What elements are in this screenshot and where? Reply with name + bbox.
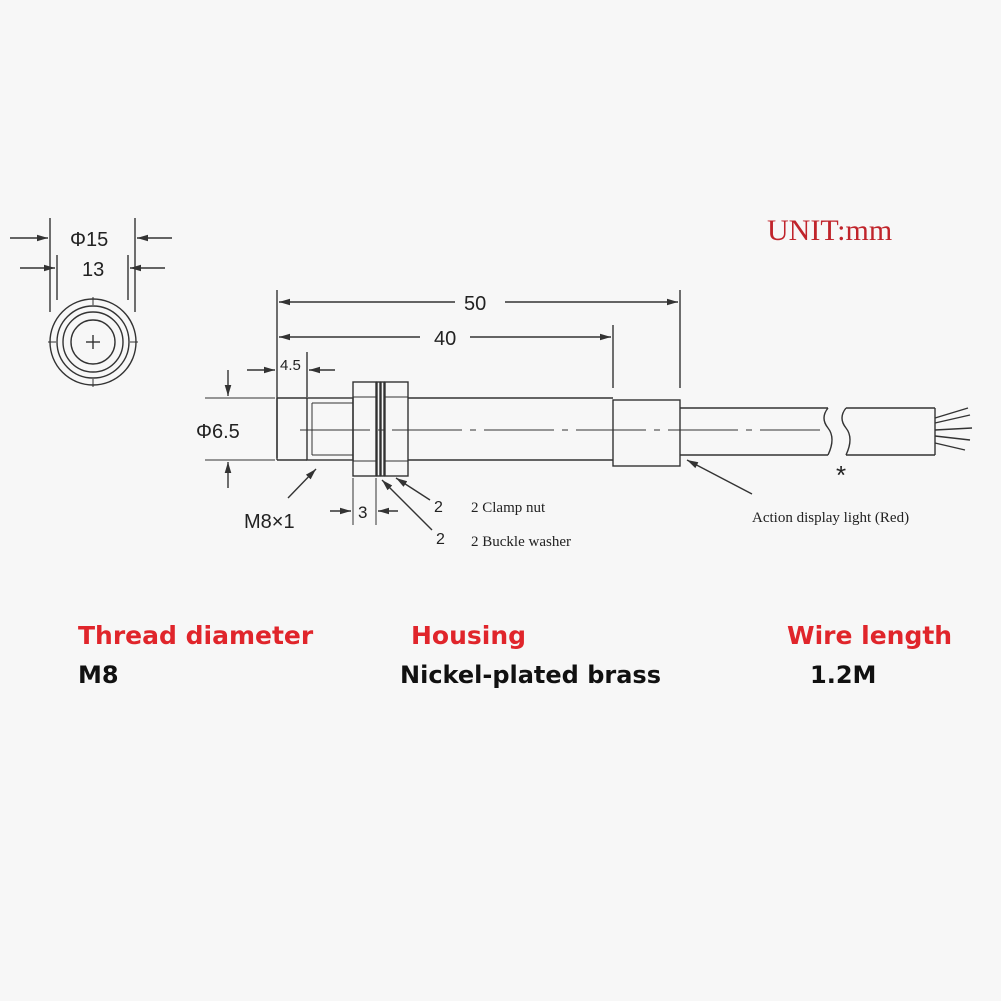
outer-diameter-label: Φ15: [70, 229, 108, 251]
front-view: [10, 218, 172, 387]
spec-value-wire: 1.2M: [810, 661, 877, 689]
washer-qty: 2: [436, 531, 445, 548]
spec-label-wire: Wire length: [787, 621, 953, 650]
overall-length-label: 50: [464, 293, 486, 315]
nut-width-label: 3: [358, 503, 367, 522]
side-view: [205, 290, 973, 531]
spec-label-thread: Thread diameter: [78, 621, 314, 650]
spec-value-thread: M8: [78, 661, 119, 689]
unit-label: UNIT:mm: [767, 214, 892, 247]
washer-label: 2 Buckle washer: [471, 534, 571, 550]
body-length-label: 40: [434, 328, 456, 350]
asterisk-mark: *: [836, 460, 846, 490]
thread-label: M8×1: [244, 511, 295, 533]
spec-value-housing: Nickel-plated brass: [400, 661, 661, 689]
inner-width-label: 13: [82, 259, 104, 281]
body-diameter-label: Φ6.5: [196, 421, 240, 443]
spec-label-housing: Housing: [411, 621, 527, 650]
clamp-nut-qty: 2: [434, 499, 443, 516]
clamp-nut-label: 2 Clamp nut: [471, 500, 546, 516]
thread-start-label: 4.5: [280, 357, 301, 374]
indicator-label: Action display light (Red): [752, 510, 909, 526]
